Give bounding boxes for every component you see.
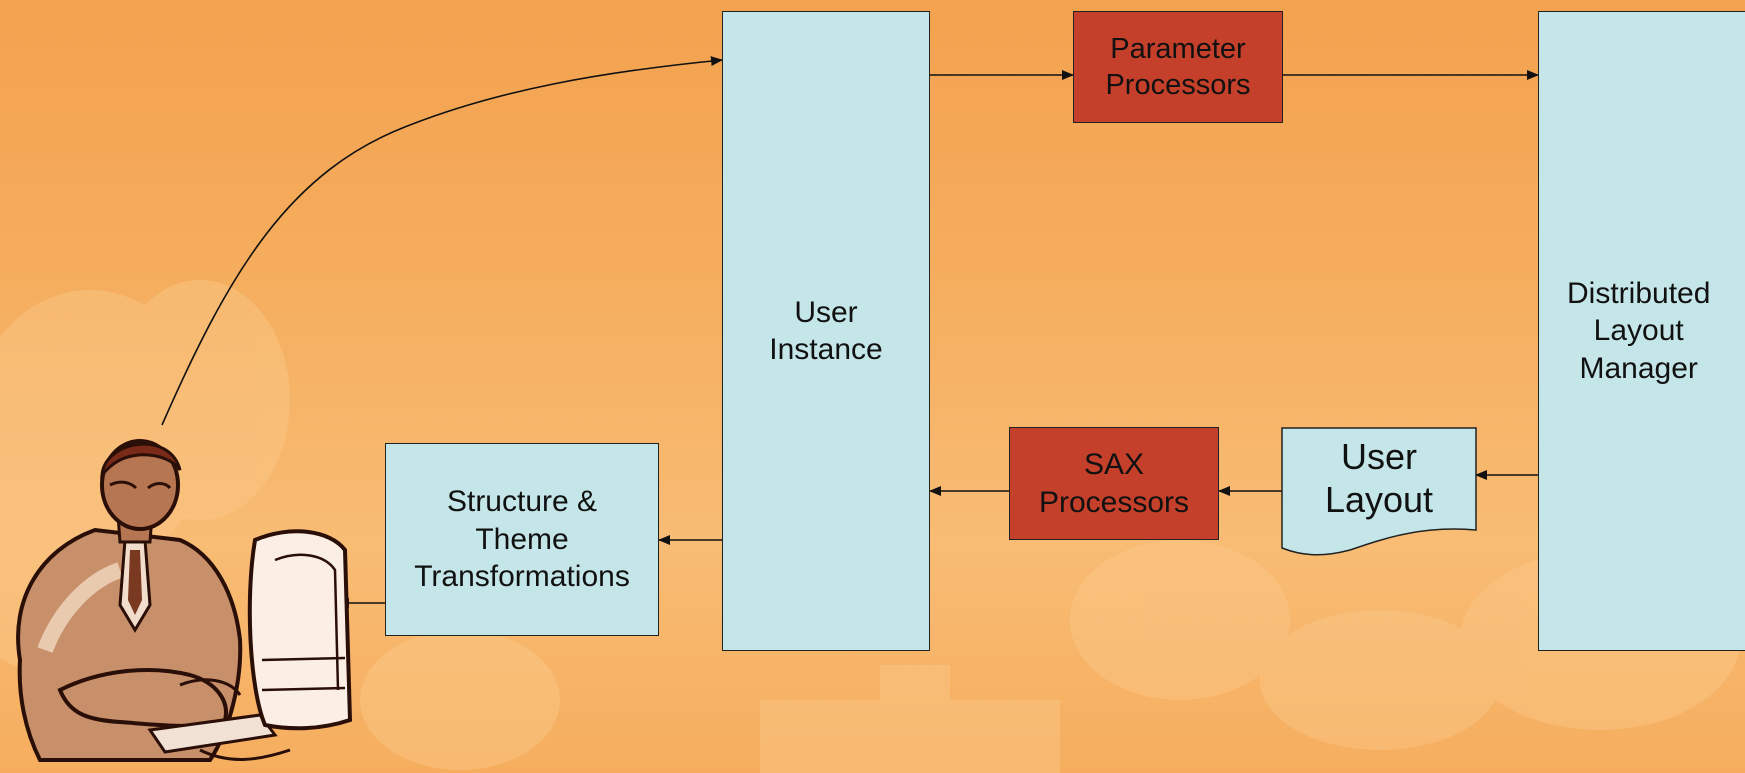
user-instance-label: User Instance xyxy=(769,295,883,367)
sax-processors-label: SAX Processors xyxy=(1038,448,1190,519)
distributed-layout-manager-box: Distributed Layout Manager xyxy=(1538,11,1745,651)
user-layout-document-shape xyxy=(1281,427,1477,556)
person-at-computer-icon xyxy=(16,439,353,762)
structure-theme-transformations-label: Structure & Theme Transformations xyxy=(414,485,630,594)
structure-theme-transformations-box: Structure & Theme Transformations xyxy=(385,443,659,636)
user-instance-box: User Instance xyxy=(722,11,930,651)
user-layout-label: User Layout xyxy=(1324,435,1434,520)
distributed-layout-manager-label: Distributed Layout Manager xyxy=(1567,276,1711,385)
parameter-processors-box: Parameter Processors xyxy=(1073,11,1283,123)
arrow-user-to-user-instance xyxy=(161,56,723,426)
parameter-processors-label: Parameter Processors xyxy=(1105,32,1251,101)
sax-processors-box: SAX Processors xyxy=(1009,427,1219,540)
